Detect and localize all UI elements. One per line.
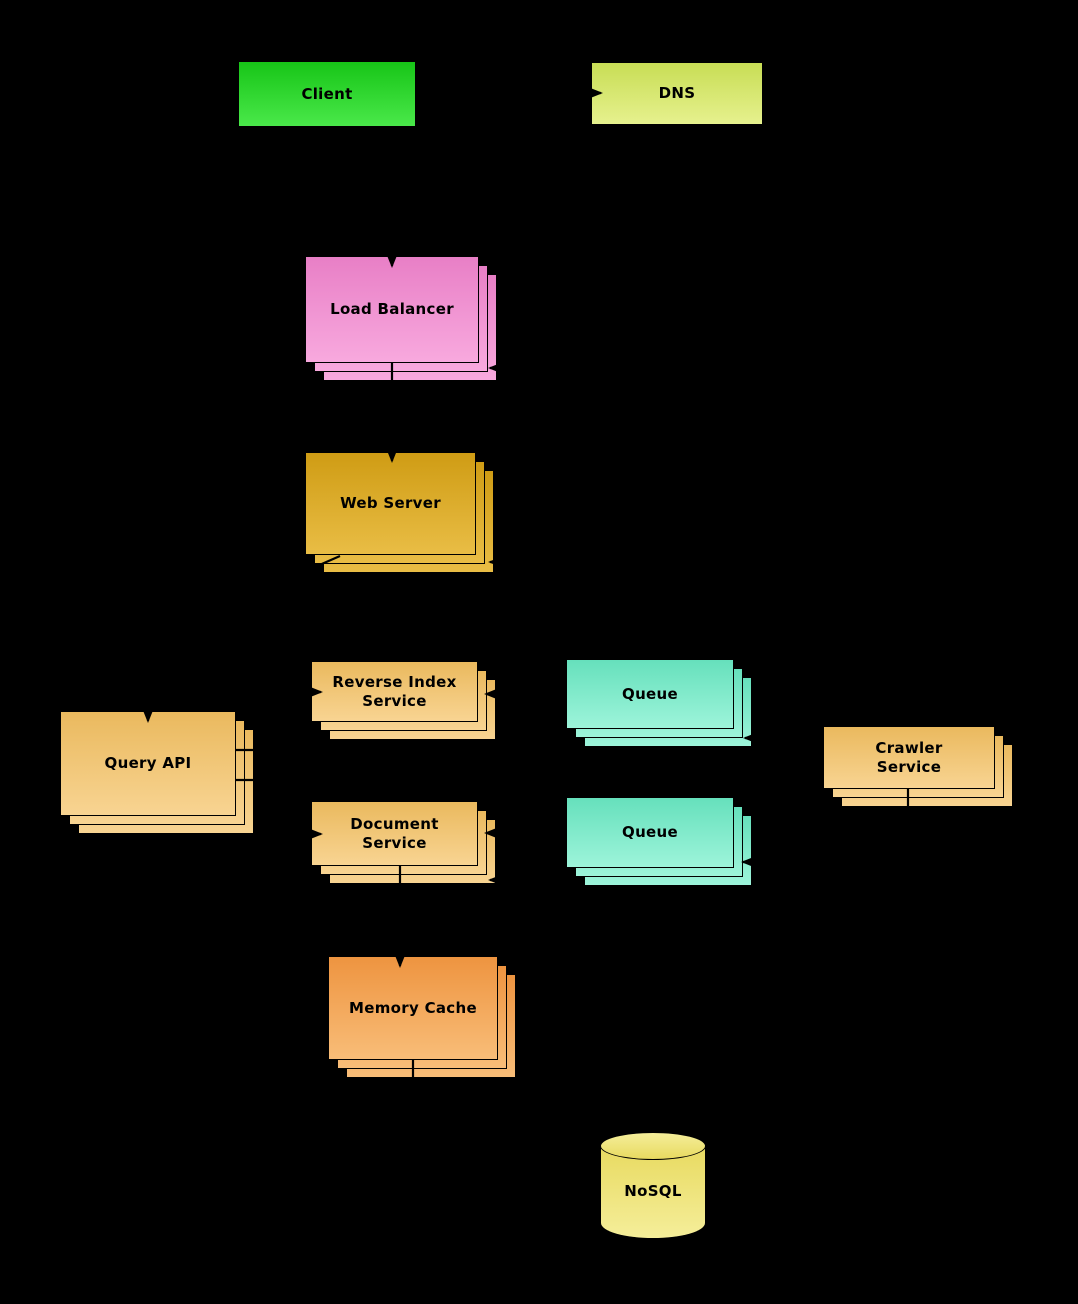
node-label: Query API [104,754,192,773]
node-nosql: NoSQL [600,1132,706,1239]
node-label: Web Server [340,494,441,513]
node-memory-cache: Memory Cache [328,956,498,1060]
node-label: DNS [658,84,696,103]
node-queue-1: Queue [566,659,734,729]
node-label: Load Balancer [330,300,454,319]
node-label: Queue [622,823,678,842]
node-reverse-index-service: Reverse Index Service [311,661,478,722]
node-label: Queue [622,684,678,703]
node-label: Reverse Index Service [332,672,457,710]
node-queue-2: Queue [566,797,734,868]
node-label: NoSQL [624,1182,682,1201]
cylinder-body [600,1146,706,1239]
node-client: Client [238,61,416,127]
node-crawler-service: Crawler Service [823,726,995,789]
node-label: Client [301,84,353,103]
node-dns: DNS [591,62,763,125]
node-query-api: Query API [60,711,236,816]
node-document-service: Document Service [311,801,478,866]
node-label: Crawler Service [875,738,943,776]
cylinder-top [600,1132,706,1160]
node-label: Memory Cache [349,998,477,1017]
node-load-balancer: Load Balancer [305,256,479,363]
node-web-server: Web Server [305,452,476,555]
node-label: Document Service [350,814,439,852]
